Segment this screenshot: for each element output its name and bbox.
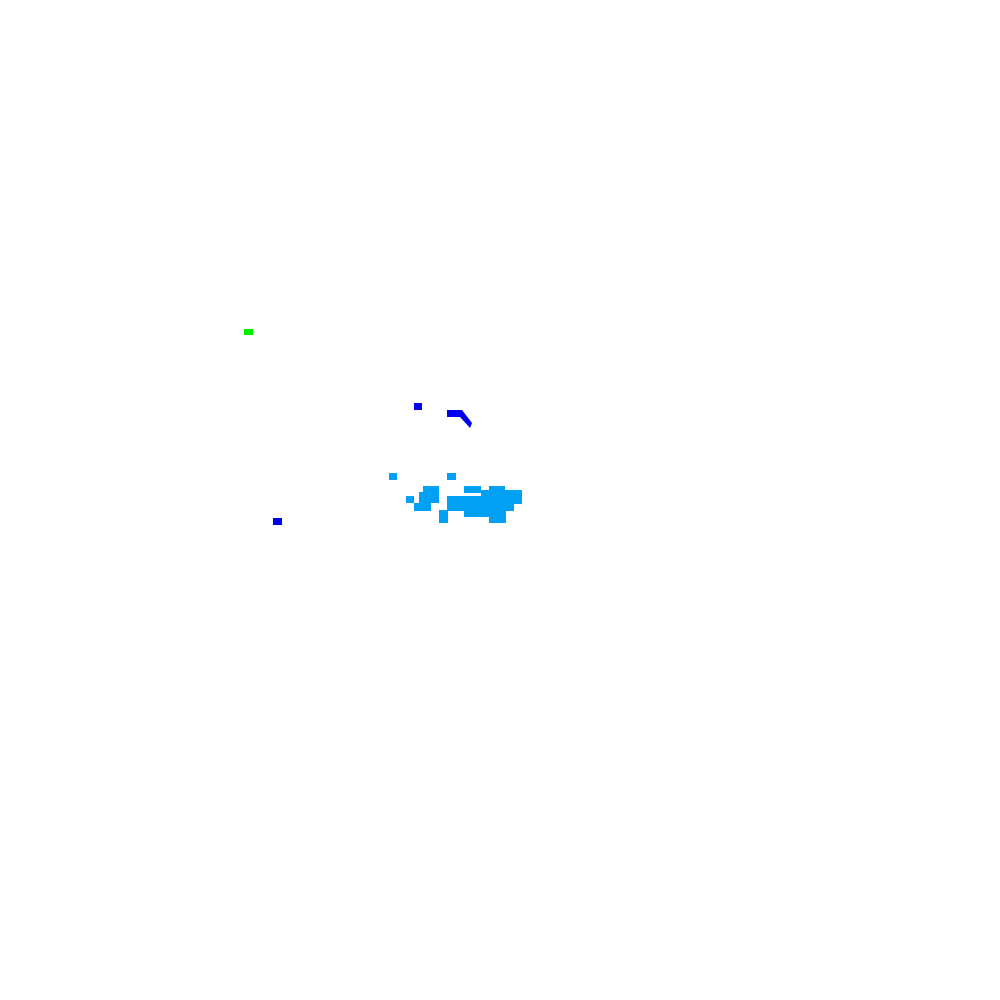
light-blue-cell bbox=[481, 490, 522, 504]
light-blue-cell bbox=[419, 492, 439, 503]
light-blue-cell bbox=[423, 486, 439, 493]
light-blue-cell bbox=[389, 473, 397, 480]
light-blue-cell bbox=[439, 510, 448, 523]
light-blue-cell bbox=[464, 510, 489, 517]
blue-cell bbox=[414, 403, 422, 410]
light-blue-cell bbox=[447, 503, 514, 511]
blue-cell bbox=[273, 518, 282, 525]
light-blue-cluster bbox=[389, 473, 522, 523]
light-blue-cell bbox=[414, 503, 431, 511]
light-blue-cell bbox=[464, 486, 481, 493]
light-blue-cell bbox=[489, 486, 505, 493]
green-cell bbox=[244, 329, 253, 335]
light-blue-cell bbox=[489, 510, 506, 523]
blue-streak bbox=[447, 410, 472, 428]
light-blue-cell bbox=[406, 496, 414, 503]
light-blue-cell bbox=[447, 473, 456, 480]
